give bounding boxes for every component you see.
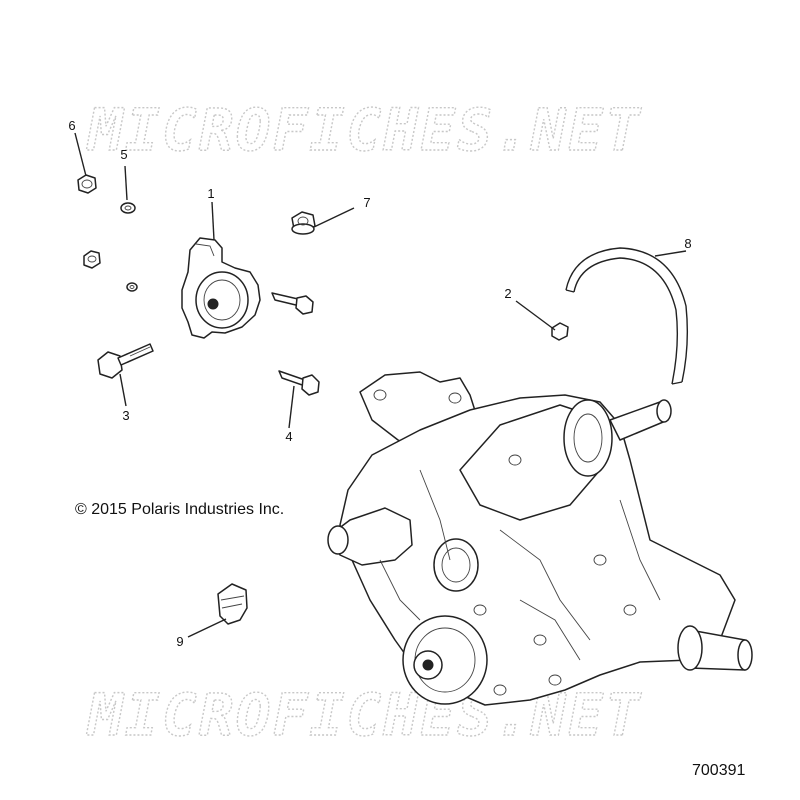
part-9-connector — [217, 583, 248, 625]
copyright-notice: © 2015 Polaris Industries Inc. — [75, 501, 285, 518]
part-2-fitting — [551, 322, 569, 341]
part-5-washer-second — [126, 282, 138, 292]
part-5-washer — [120, 202, 136, 214]
callout-4: 4 — [285, 429, 292, 444]
callout-6: 6 — [68, 118, 75, 133]
callout-1: 1 — [207, 186, 214, 201]
part-6-nut — [77, 174, 97, 194]
callout-2: 2 — [504, 286, 511, 301]
part-4-bolt-upper — [271, 292, 314, 315]
transmission-gearcase — [327, 371, 753, 706]
callout-8: 8 — [684, 236, 691, 251]
part-3-bolt — [97, 343, 154, 379]
part-4-bolt — [278, 370, 320, 396]
leader-lines — [74, 132, 687, 638]
part-8-hose — [565, 247, 689, 385]
callout-5: 5 — [120, 147, 127, 162]
part-1-sensor — [181, 237, 261, 339]
callout-7: 7 — [363, 195, 370, 210]
drawing-number: 700391 — [692, 762, 746, 779]
part-6-nut-second — [83, 250, 101, 269]
callout-9: 9 — [176, 634, 183, 649]
watermark-top: MICROFICHES.NET — [86, 96, 642, 164]
part-7-flange-nut — [291, 211, 316, 235]
callout-3: 3 — [122, 408, 129, 423]
